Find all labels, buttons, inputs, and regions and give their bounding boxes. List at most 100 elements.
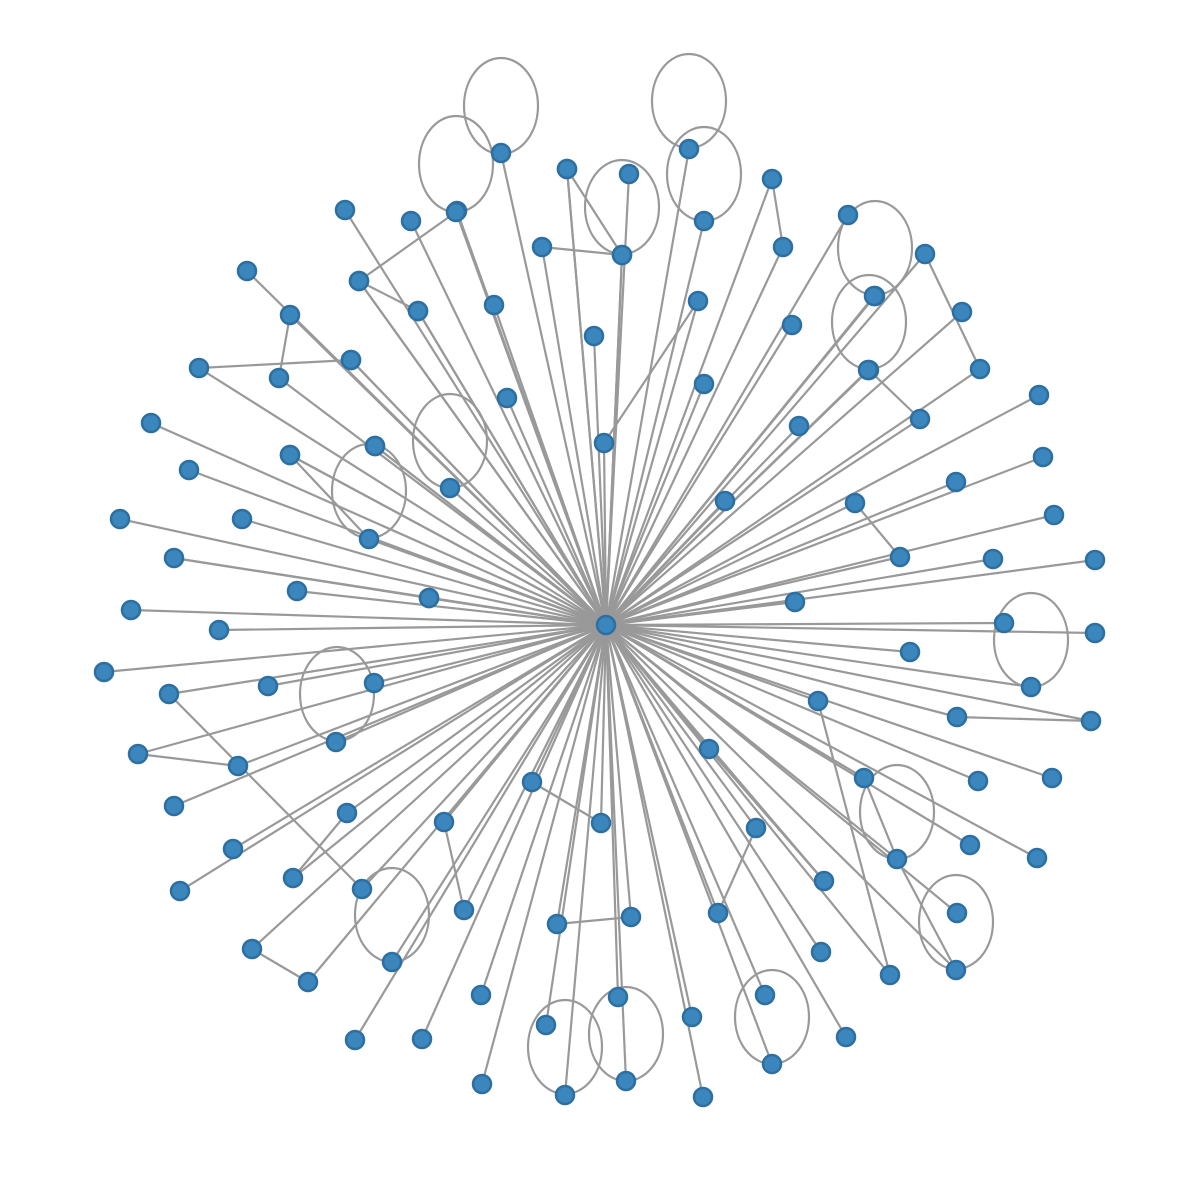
edge-n59-n60 [292, 812, 348, 879]
node-n73 [471, 1073, 493, 1095]
edge-n0-n120 [289, 454, 607, 626]
node-n46 [120, 599, 142, 621]
edge-n0-n52 [267, 623, 607, 688]
node-n97 [1084, 549, 1106, 571]
edge-n0-n8 [604, 178, 774, 626]
edge-n13-n14 [868, 369, 921, 420]
edge-n0-n29 [449, 487, 607, 626]
edge-n0-n97 [605, 558, 1096, 627]
node-n20 [946, 902, 968, 924]
node-n67 [344, 1029, 366, 1051]
edge-n0-n69 [443, 624, 607, 823]
node-n98 [1043, 504, 1065, 526]
node-n22 [886, 848, 908, 870]
node-n71 [470, 984, 492, 1006]
edge-n0-n74 [531, 624, 607, 783]
node-n1 [490, 142, 512, 164]
node-n10 [837, 204, 859, 226]
node-n17 [993, 612, 1015, 634]
node-n86 [879, 964, 901, 986]
edge-n0-n77 [604, 624, 633, 918]
edge-n33-n34 [198, 358, 352, 370]
edge-n0-n81 [605, 624, 757, 829]
edge-n0-n116 [454, 211, 608, 626]
edge-n0-n67 [354, 624, 607, 1041]
node-n68 [411, 1028, 433, 1050]
edge-n54-n55 [137, 752, 239, 768]
node-n19 [1020, 676, 1042, 698]
self-loop-n2 [417, 114, 495, 214]
node-n123 [857, 359, 879, 381]
node-n48 [208, 619, 230, 641]
edges-layer [103, 148, 1096, 1098]
edge-n0-n15 [605, 311, 963, 626]
edge-n0-n110 [592, 335, 608, 626]
node-n78 [681, 1006, 703, 1028]
self-loop-n66 [733, 968, 811, 1066]
node-n18 [1084, 622, 1106, 644]
edge-n0-n41 [119, 517, 607, 627]
node-n56 [163, 795, 185, 817]
edge-n0-n30 [289, 314, 607, 626]
edge-n0-n50 [361, 624, 607, 890]
edge-n0-n72 [604, 624, 767, 996]
node-n95 [784, 591, 806, 613]
edge-n0-n39 [150, 421, 607, 627]
edge-n0-n51 [168, 623, 607, 696]
edge-n22-n23 [862, 777, 899, 860]
node-n102 [1032, 446, 1054, 468]
node-n89 [959, 834, 981, 856]
edge-n0-n49 [103, 623, 607, 674]
edge-n0-n19 [605, 623, 1032, 689]
edge-n0-n101 [605, 480, 957, 627]
edge-n0-n68 [420, 624, 608, 1040]
node-n74 [521, 771, 543, 793]
node-n90 [1041, 767, 1063, 789]
edge-n0-n118 [350, 359, 607, 626]
edge-n31-n30 [277, 314, 292, 379]
edge-n0-n121 [374, 445, 607, 626]
node-n107 [781, 314, 803, 336]
edge-n28-n27 [358, 280, 419, 312]
node-n54 [127, 743, 149, 765]
node-n15 [951, 301, 973, 323]
node-n87 [807, 690, 829, 712]
edge-n0-n37 [241, 517, 607, 627]
node-n62 [607, 986, 629, 1008]
edge-n0-n48 [218, 623, 607, 632]
node-n61 [169, 880, 191, 902]
edge-n0-n85 [605, 624, 847, 1038]
edge-n0-n58 [232, 624, 607, 850]
edge-n0-n55 [237, 623, 607, 768]
node-n45 [286, 580, 308, 602]
node-n65 [535, 1014, 557, 1036]
hub-node [595, 614, 617, 636]
edge-n0-n100 [605, 555, 901, 627]
edge-n35-n36 [289, 454, 370, 540]
node-n76 [546, 913, 568, 935]
edge-n0-n108 [604, 300, 700, 626]
node-n83 [813, 870, 835, 892]
edge-n0-n94 [605, 623, 911, 654]
edge-n0-n75 [599, 624, 608, 824]
node-n109 [593, 432, 615, 454]
edge-n0-n24 [344, 209, 607, 626]
edge-n0-n70 [463, 624, 607, 911]
edge-n0-n18 [605, 623, 1096, 635]
node-n121 [364, 435, 386, 457]
node-n96 [982, 548, 1004, 570]
edge-n0-n124 [605, 295, 875, 626]
node-n14 [909, 408, 931, 430]
node-n29 [439, 477, 461, 499]
edge-n0-n25 [410, 220, 607, 626]
node-n112 [483, 294, 505, 316]
node-n85 [835, 1026, 857, 1048]
node-n30 [279, 304, 301, 326]
edge-n0-n34 [198, 367, 607, 626]
node-n63 [241, 938, 263, 960]
node-n116 [445, 201, 467, 223]
node-n23 [853, 767, 875, 789]
node-n21 [945, 959, 967, 981]
edge-n0-n114 [604, 254, 624, 626]
node-n60 [282, 867, 304, 889]
